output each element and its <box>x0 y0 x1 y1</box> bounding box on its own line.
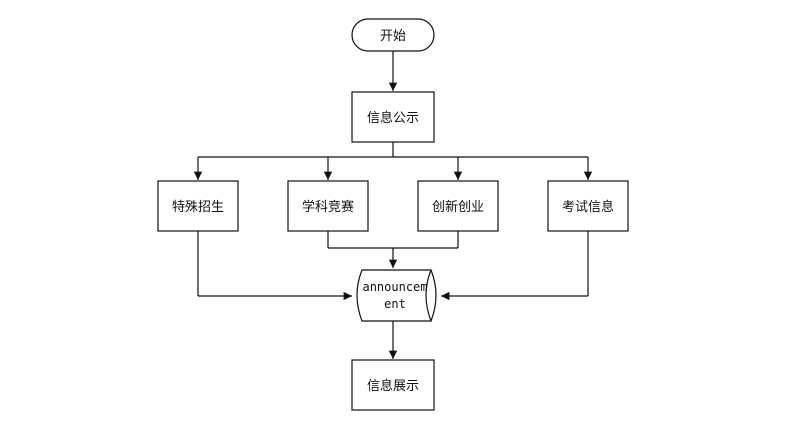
branch-connectors <box>193 142 593 180</box>
category-node-innovation: 创新创业 <box>417 180 499 232</box>
category-label: 创新创业 <box>432 199 484 215</box>
announcement-store-node: announcem ent <box>356 269 437 322</box>
merge-connectors <box>197 231 589 301</box>
category-label: 学科竞赛 <box>302 199 354 215</box>
store-label-line2: ent <box>384 297 406 311</box>
category-node-special-admission: 特殊招生 <box>157 180 239 232</box>
start-node: 开始 <box>351 18 435 52</box>
store-label-line1: announcem <box>362 280 427 294</box>
category-node-exam-info: 考试信息 <box>547 180 629 232</box>
info-display-node: 信息展示 <box>351 359 435 411</box>
category-label: 考试信息 <box>562 199 614 215</box>
category-node-competition: 学科竞赛 <box>287 180 369 232</box>
info-display-label: 信息展示 <box>367 378 419 394</box>
info-publish-label: 信息公示 <box>367 110 419 126</box>
category-label: 特殊招生 <box>172 200 224 215</box>
info-publish-node: 信息公示 <box>351 91 435 143</box>
start-label: 开始 <box>380 29 406 44</box>
